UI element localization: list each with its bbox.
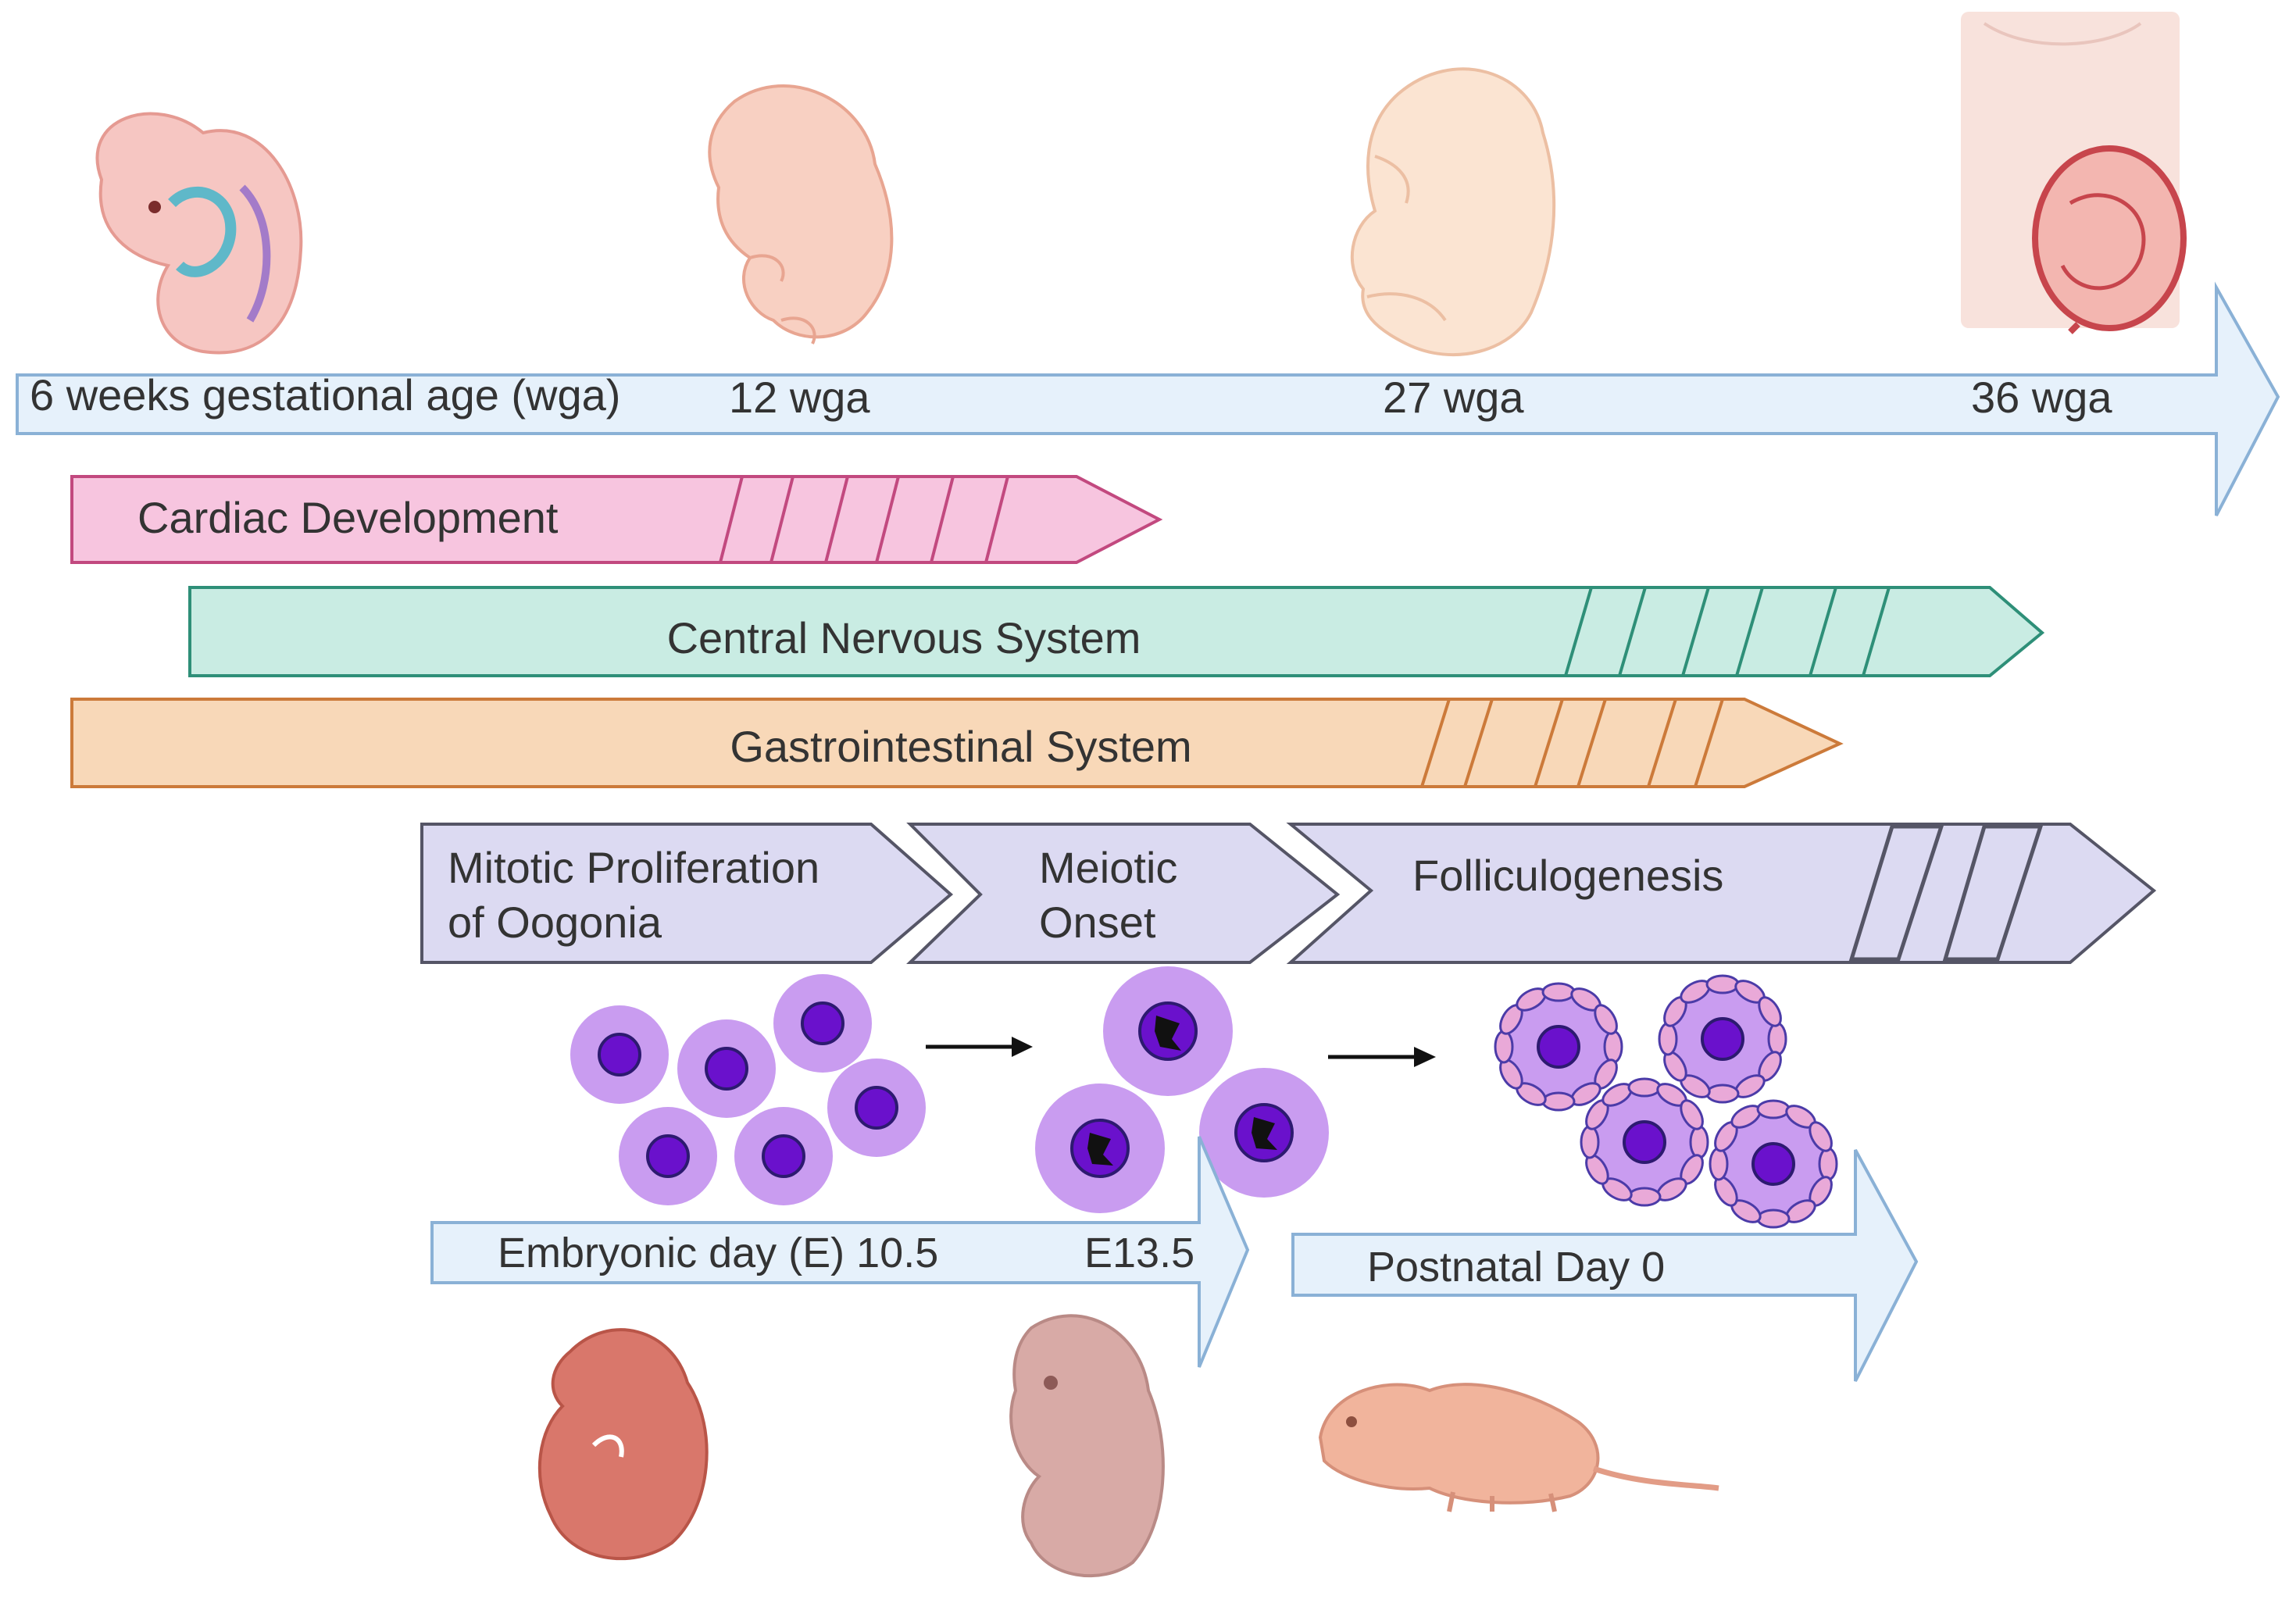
meiotic-oocyte — [1103, 966, 1233, 1096]
follicle — [1580, 1077, 1709, 1207]
cardiac-development-label: Cardiac Development — [137, 493, 559, 542]
oogonia-cell — [677, 1019, 776, 1118]
arrow-icon — [926, 1037, 1033, 1057]
meiotic-line-2: Onset — [1039, 898, 1156, 947]
mitotic-line-1: Mitotic Proliferation — [448, 843, 819, 892]
embryo-6wga-icon — [95, 112, 303, 355]
follicle-cluster — [1494, 974, 1838, 1229]
human-gestation-timeline-arrow: 6 weeks gestational age (wga) 12 wga 27 … — [16, 281, 2280, 516]
follicle — [1658, 974, 1787, 1104]
gastrointestinal-system-label: Gastrointestinal System — [730, 722, 1191, 771]
tick-postnatal-day-0: Postnatal Day 0 — [1367, 1244, 1665, 1291]
mouse-postnatal-timeline-arrow: Postnatal Day 0 — [1291, 1149, 1919, 1382]
tick-12wga: 12 wga — [729, 373, 870, 422]
oogonia-cell — [827, 1059, 926, 1157]
meiotic-onset-label: Meiotic Onset — [1039, 843, 1190, 947]
meiotic-oocyte — [1199, 1068, 1329, 1198]
stage-mitotic-proliferation: Mitotic Proliferation of Oogonia — [420, 823, 954, 964]
central-nervous-system-bar: Central Nervous System — [188, 586, 2045, 677]
pregnant-abdomen-36wga-icon — [1961, 12, 2187, 334]
arrow-icon — [1328, 1047, 1436, 1067]
stage-meiotic-onset: Meiotic Onset — [906, 823, 1341, 964]
stage-folliculogenesis: Folliculogenesis — [1286, 823, 2157, 964]
mitotic-line-2: of Oogonia — [448, 898, 662, 947]
tick-6wga: 6 weeks gestational age (wga) — [30, 370, 620, 419]
oogonia-cell — [619, 1107, 717, 1205]
tick-36wga: 36 wga — [1971, 373, 2112, 422]
folliculogenesis-label: Folliculogenesis — [1412, 851, 1723, 900]
gastrointestinal-system-bar: Gastrointestinal System — [70, 698, 1844, 788]
mouse-pup-icon — [1318, 1383, 1719, 1512]
meiotic-oocyte — [1035, 1084, 1165, 1213]
meiotic-oocyte-cluster — [1035, 966, 1329, 1213]
oogonia-cell — [734, 1107, 833, 1205]
mouse-embryo-e10-icon — [537, 1328, 709, 1561]
mouse-prenatal-timeline-arrow: Embryonic day (E) 10.5 E13.5 — [430, 1136, 1250, 1368]
fetus-12wga-icon — [708, 84, 894, 345]
meiotic-line-1: Meiotic — [1039, 843, 1177, 892]
cardiac-development-bar: Cardiac Development — [70, 475, 1163, 564]
oogonia-cell-cluster — [570, 974, 926, 1205]
oogonia-cell — [773, 974, 872, 1073]
tick-e10-5: Embryonic day (E) 10.5 — [498, 1230, 938, 1276]
follicle — [1494, 982, 1623, 1112]
mouse-embryo-e13-icon — [1009, 1314, 1165, 1578]
tick-27wga: 27 wga — [1383, 373, 1524, 422]
tick-e13-5: E13.5 — [1084, 1230, 1194, 1276]
mitotic-proliferation-label: Mitotic Proliferation of Oogonia — [448, 843, 832, 947]
follicle — [1709, 1099, 1838, 1229]
central-nervous-system-label: Central Nervous System — [667, 613, 1141, 662]
fetus-27wga-icon — [1350, 67, 1556, 357]
oogonia-cell — [570, 1005, 669, 1104]
